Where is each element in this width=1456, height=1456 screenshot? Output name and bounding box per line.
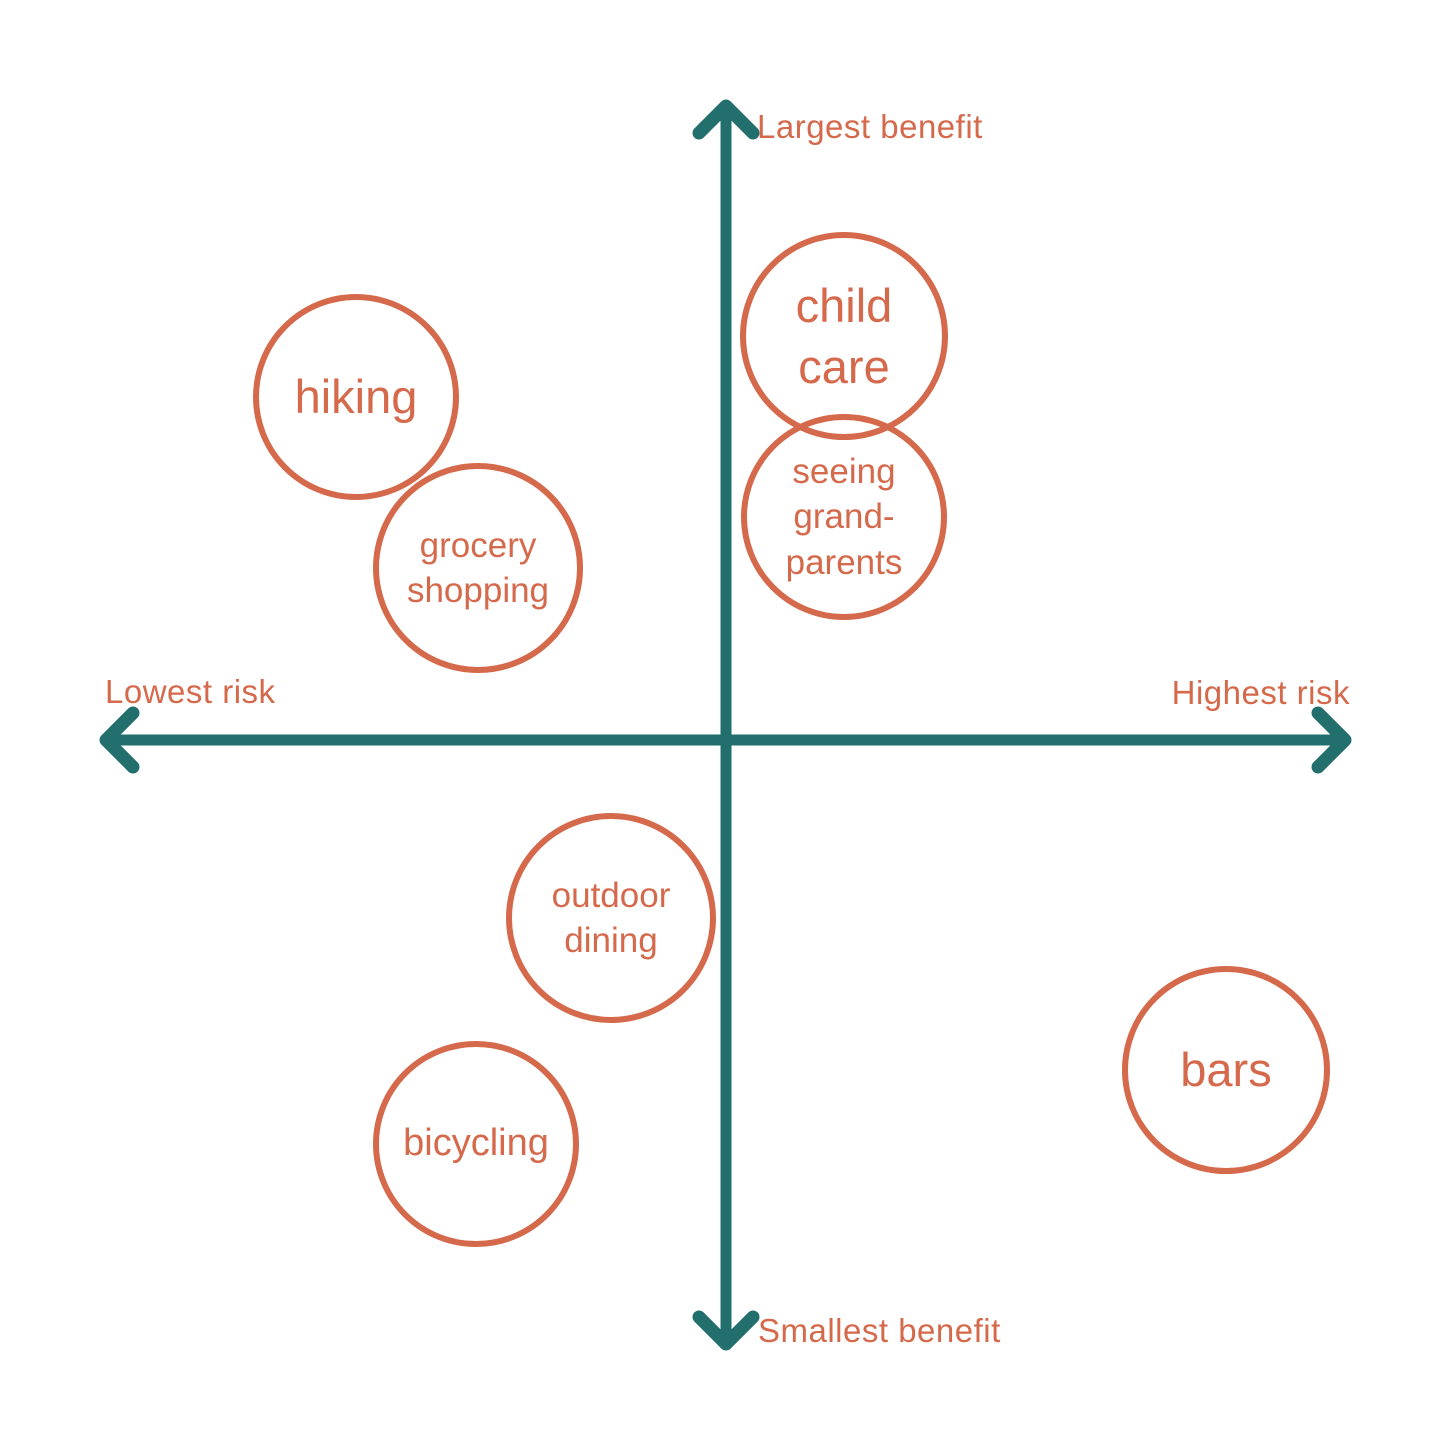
bubble-label: care: [798, 340, 890, 393]
bubble-label: shopping: [406, 571, 550, 610]
bubble-label: parents: [785, 542, 903, 582]
bubble-label: grocery: [419, 525, 537, 565]
bubble-outdoor-dining: outdoor dining: [506, 813, 716, 1023]
y-axis-top-label: Largest benefit: [757, 108, 983, 145]
bubble-bars: bars: [1122, 966, 1330, 1174]
x-axis-right-label: Highest risk: [1171, 674, 1350, 711]
arrow-right-icon: [1311, 706, 1352, 774]
bubble-label: bicycling: [403, 1122, 549, 1165]
y-axis-bottom-label: Smallest benefit: [758, 1312, 1001, 1349]
bubble-child-care: child care: [740, 232, 948, 440]
bubble-label: child: [795, 278, 893, 332]
bubble-grocery-shopping: grocery shopping: [373, 463, 583, 673]
bubble-label: seeing: [792, 451, 896, 491]
arrow-left-icon: [99, 706, 140, 774]
bubble-label: hiking: [294, 370, 418, 424]
bubble-hiking: hiking: [253, 294, 459, 500]
bubble-label: bars: [1180, 1043, 1272, 1097]
arrow-up-icon: [692, 99, 760, 140]
bubble-seeing-grandparents: seeing grand- parents: [741, 414, 947, 620]
x-axis-left-label: Lowest risk: [105, 673, 276, 710]
bubble-bicycling: bicycling: [373, 1041, 579, 1247]
arrow-down-icon: [692, 1310, 760, 1351]
bubble-label: grand-: [793, 497, 895, 537]
bubble-label: outdoor: [551, 875, 671, 915]
bubble-label: dining: [564, 921, 658, 960]
